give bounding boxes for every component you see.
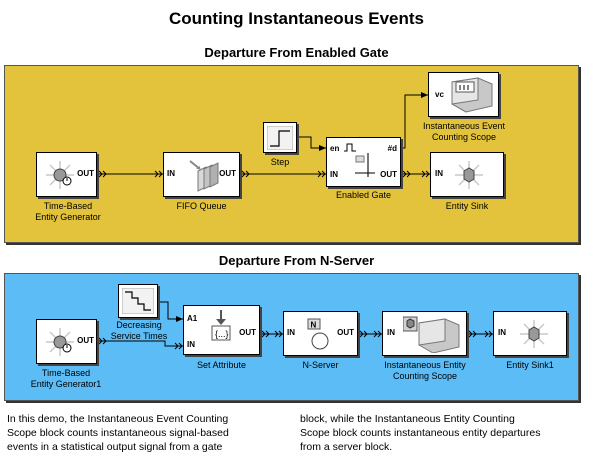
generator-label-line1: Time-Based <box>43 201 93 211</box>
vc-port: vc <box>435 90 444 99</box>
generator-label-line2: Entity Generator <box>35 212 101 222</box>
decreasing-service-times-block[interactable] <box>118 284 158 318</box>
out-port: OUT <box>219 169 236 178</box>
set-attribute-icon: {...} <box>211 310 231 341</box>
instantaneous-entity-counting-scope-block[interactable]: IN <box>382 311 467 356</box>
server-icon: N <box>307 318 329 350</box>
section-title-enabled-gate: Departure From Enabled Gate <box>204 45 389 60</box>
set-attribute-label: Set Attribute <box>196 360 247 370</box>
out-port: OUT <box>337 328 354 337</box>
repeating-sequence-icon <box>122 288 154 314</box>
in-port: IN <box>287 328 295 337</box>
a1-port: A1 <box>187 314 198 323</box>
description-left-line3: events in a statistical output signal fr… <box>7 441 223 453</box>
n-server-label: N-Server <box>302 360 339 370</box>
n-server-block[interactable]: IN N OUT <box>283 311 358 356</box>
entity-scope-icon <box>403 316 460 353</box>
enabled-gate-block[interactable]: en #d IN OUT <box>326 137 401 187</box>
svg-text:{...}: {...} <box>215 329 229 339</box>
in-port: IN <box>187 340 195 349</box>
service-label-line1: Decreasing <box>116 320 162 330</box>
out-port: OUT <box>380 170 397 179</box>
out-port: OUT <box>239 328 256 337</box>
time-based-entity-generator1-block[interactable]: OUT <box>36 319 97 364</box>
entity-sink-label: Entity Sink <box>445 201 489 211</box>
description-left-line1: In this demo, the Instantaneous Event Co… <box>7 413 229 425</box>
set-attribute-block[interactable]: A1 {...} IN OUT <box>183 305 260 355</box>
entity-generator-icon <box>46 161 74 189</box>
description-left-line2: Scope block counts instantaneous signal-… <box>7 427 229 439</box>
decreasing-service-times-label: Decreasing Service Times <box>96 320 182 342</box>
fifo-queue-block[interactable]: IN OUT <box>163 152 240 197</box>
generator1-label-line2: Entity Generator1 <box>30 379 102 389</box>
service-label-line2: Service Times <box>110 331 168 341</box>
in-port: IN <box>330 170 338 179</box>
entity-sink1-block[interactable]: IN <box>493 311 567 356</box>
enabled-gate-label: Enabled Gate <box>335 190 392 200</box>
generator1-label-line1: Time-Based <box>41 368 91 378</box>
instantaneous-event-counting-scope-block[interactable]: vc <box>428 72 499 117</box>
scope-label-line1: Instantaneous Event <box>422 121 506 131</box>
generator1-label: Time-Based Entity Generator1 <box>10 368 122 390</box>
step-label: Step <box>270 157 290 167</box>
svg-text:N: N <box>311 321 317 330</box>
time-based-entity-generator-block[interactable]: OUT <box>36 152 97 197</box>
scope-label: Instantaneous Event Counting Scope <box>410 121 518 143</box>
in-port: IN <box>167 169 175 178</box>
section-title-n-server: Departure From N-Server <box>218 253 375 268</box>
in-port: IN <box>387 328 395 337</box>
step-block[interactable] <box>263 122 297 153</box>
description-right: block, while the Instantaneous Entity Co… <box>300 412 590 454</box>
gate-icon <box>355 153 375 177</box>
pulse-icon <box>344 143 356 152</box>
fifo-queue-label: FIFO Queue <box>176 201 227 211</box>
entity-scope-label: Instantaneous Entity Counting Scope <box>360 360 490 382</box>
entity-generator-icon <box>46 328 74 356</box>
in-port: IN <box>498 328 506 337</box>
entity-scope-label-line1: Instantaneous Entity <box>384 360 466 370</box>
description-right-line3: from a server block. <box>300 441 393 453</box>
scope-label-line2: Counting Scope <box>431 132 497 142</box>
step-icon <box>267 126 293 150</box>
fifo-queue-icon <box>189 160 219 192</box>
scope-icon <box>451 77 493 113</box>
out-port: OUT <box>77 336 94 345</box>
page-title: Counting Instantaneous Events <box>168 9 425 28</box>
description-right-line2: Scope block counts instantaneous entity … <box>300 427 541 439</box>
in-port: IN <box>435 169 443 178</box>
entity-sink-icon <box>455 161 483 189</box>
entity-scope-label-line2: Counting Scope <box>392 371 458 381</box>
generator-label: Time-Based Entity Generator <box>16 201 120 223</box>
description-left: In this demo, the Instantaneous Event Co… <box>7 412 292 454</box>
en-port: en <box>330 144 340 153</box>
entity-sink1-label: Entity Sink1 <box>506 360 554 370</box>
entity-sink-icon <box>520 320 548 348</box>
count-port: #d <box>387 144 397 153</box>
description-right-line1: block, while the Instantaneous Entity Co… <box>300 413 515 425</box>
out-port: OUT <box>77 169 94 178</box>
entity-sink-block[interactable]: IN <box>430 152 504 197</box>
